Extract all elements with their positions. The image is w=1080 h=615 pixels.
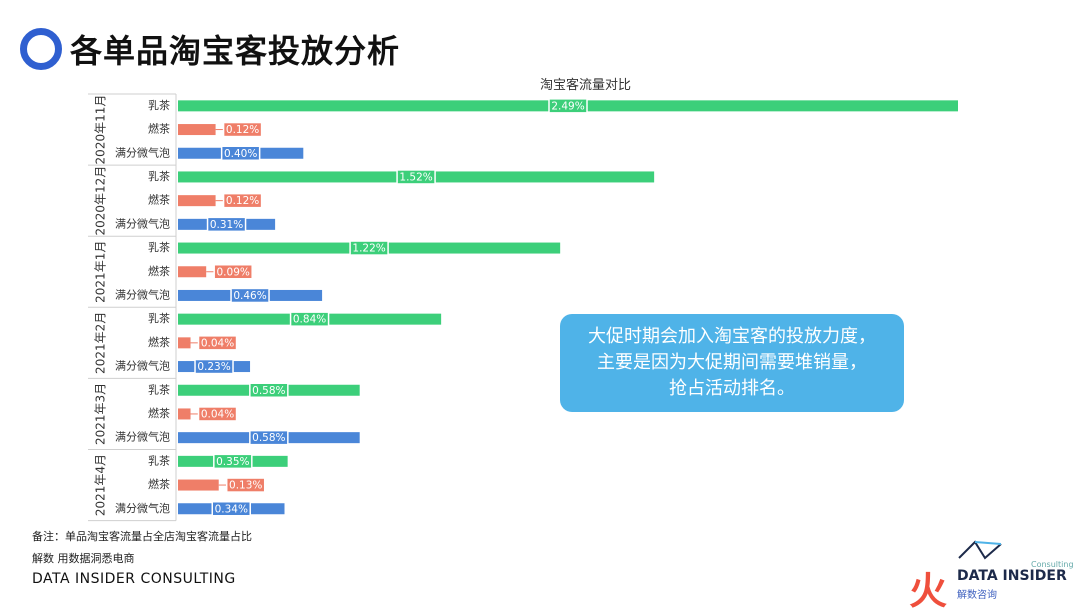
data-label-box bbox=[396, 169, 436, 185]
category-label: 满分微气泡 bbox=[115, 287, 170, 301]
period-label: 2021年2月 bbox=[94, 312, 108, 374]
period-label: 2020年12月 bbox=[94, 166, 108, 236]
data-label-box bbox=[548, 98, 588, 114]
data-label-box bbox=[222, 121, 263, 138]
data-label-box bbox=[249, 429, 289, 446]
category-label: 满分微气泡 bbox=[115, 216, 170, 230]
category-label: 燃茶 bbox=[148, 335, 170, 349]
chart-title: 淘宝客流量对比 bbox=[540, 78, 632, 93]
logo-cn: 解数咨询 bbox=[957, 590, 997, 601]
category-label: 燃茶 bbox=[148, 193, 170, 207]
data-label-box bbox=[230, 287, 270, 304]
data-label: 0.84% bbox=[293, 314, 326, 326]
data-label: 1.22% bbox=[352, 243, 385, 255]
data-label-box bbox=[211, 501, 252, 517]
bar bbox=[178, 408, 191, 420]
data-label: 0.12% bbox=[226, 195, 259, 207]
data-label: 0.46% bbox=[233, 290, 266, 302]
data-label: 0.12% bbox=[226, 124, 259, 136]
category-label: 满分微气泡 bbox=[115, 145, 170, 159]
category-label: 满分微气泡 bbox=[115, 430, 170, 444]
category-label: 乳茶 bbox=[148, 170, 170, 183]
data-label: 0.09% bbox=[217, 266, 250, 278]
remark-note: 备注：单品淘宝客流量占全店淘宝客流量占比 bbox=[32, 530, 252, 543]
callout-line: 大促时期会加入淘宝客的投放力度， bbox=[588, 326, 876, 347]
callout-box: 大促时期会加入淘宝客的投放力度， 主要是因为大促期间需要堆销量， 抢占活动排名。 bbox=[560, 314, 904, 412]
company-logo: 火 DATA INSIDER Consulting 解数咨询 bbox=[905, 538, 1075, 613]
bar bbox=[178, 266, 207, 278]
data-label: 1.52% bbox=[399, 171, 432, 183]
data-label: 0.34% bbox=[215, 503, 248, 515]
category-label: 燃茶 bbox=[148, 264, 170, 278]
category-label: 燃茶 bbox=[148, 122, 170, 136]
data-label-box bbox=[349, 240, 389, 256]
category-label: 乳茶 bbox=[148, 454, 170, 467]
data-label: 0.58% bbox=[252, 385, 285, 397]
data-label: 0.04% bbox=[201, 337, 234, 349]
logo-mark-icon bbox=[958, 540, 1002, 560]
category-label: 乳茶 bbox=[148, 99, 170, 112]
data-label-box bbox=[289, 311, 330, 327]
data-label-box bbox=[206, 216, 247, 233]
data-label: 0.31% bbox=[210, 219, 243, 231]
bar bbox=[178, 479, 219, 491]
callout-line: 主要是因为大促期间需要堆销量， bbox=[597, 352, 867, 373]
callout-line: 抢占活动排名。 bbox=[669, 378, 795, 399]
period-label: 2021年3月 bbox=[94, 383, 108, 445]
category-label: 乳茶 bbox=[148, 241, 170, 254]
period-label: 2021年1月 bbox=[94, 241, 108, 303]
category-label: 满分微气泡 bbox=[115, 359, 170, 373]
logo-sub: Consulting bbox=[1031, 560, 1074, 569]
data-label: 0.58% bbox=[252, 432, 285, 444]
period-label: 2021年4月 bbox=[94, 454, 108, 516]
data-label: 0.04% bbox=[201, 408, 234, 420]
title-ring-icon bbox=[20, 28, 62, 70]
data-label-box bbox=[213, 264, 253, 280]
logo-char: 火 bbox=[909, 569, 948, 613]
data-label: 0.35% bbox=[216, 456, 249, 468]
page-title: 各单品淘宝客投放分析 bbox=[70, 32, 401, 70]
data-label-box bbox=[222, 192, 263, 209]
bar bbox=[178, 337, 191, 349]
data-label-box bbox=[225, 477, 266, 493]
data-label: 0.40% bbox=[224, 148, 257, 160]
category-label: 乳茶 bbox=[148, 312, 170, 325]
data-label-box bbox=[220, 145, 261, 161]
bar bbox=[178, 195, 216, 207]
category-label: 燃茶 bbox=[148, 406, 170, 420]
consulting-label: DATA INSIDER CONSULTING bbox=[32, 571, 236, 587]
logo-text: DATA INSIDER bbox=[957, 568, 1067, 584]
data-label: 0.13% bbox=[229, 480, 262, 492]
category-label: 满分微气泡 bbox=[115, 501, 170, 515]
period-label: 2020年11月 bbox=[94, 95, 108, 165]
bar bbox=[178, 124, 216, 136]
data-label: 2.49% bbox=[551, 100, 584, 112]
data-label-box bbox=[213, 453, 253, 470]
data-label: 0.23% bbox=[197, 361, 230, 373]
data-label-box bbox=[249, 382, 289, 398]
data-label-box bbox=[197, 335, 238, 351]
data-label-box bbox=[194, 358, 234, 375]
category-label: 乳茶 bbox=[148, 383, 170, 396]
source-note: 解数 用数据洞悉电商 bbox=[32, 552, 135, 565]
data-label-box bbox=[197, 406, 238, 422]
category-label: 燃茶 bbox=[148, 477, 170, 491]
